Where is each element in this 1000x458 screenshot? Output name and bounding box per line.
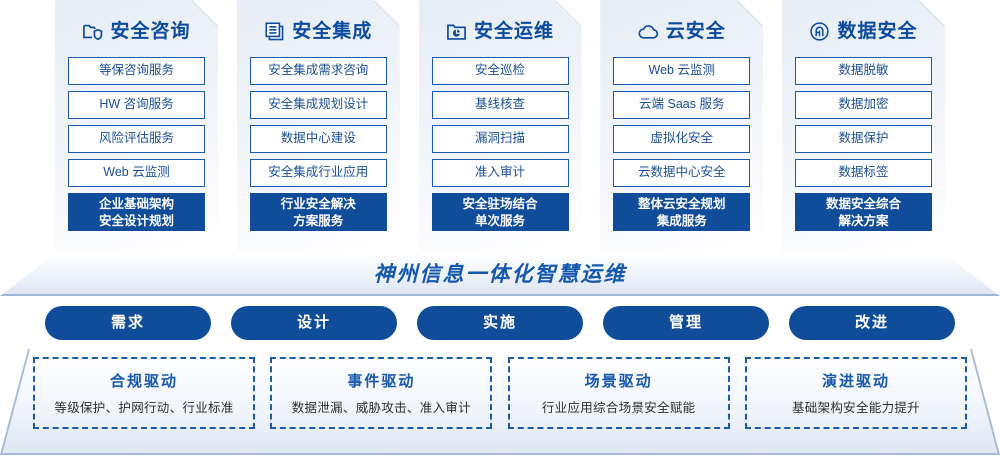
stacked-documents-icon bbox=[264, 21, 285, 42]
service-item[interactable]: HW 咨询服务 bbox=[68, 91, 205, 119]
column-header: 安全咨询 bbox=[68, 14, 205, 48]
service-highlight[interactable]: 行业安全解决 方案服务 bbox=[250, 193, 387, 231]
driver-title: 场景驱动 bbox=[584, 373, 653, 390]
service-item[interactable]: 基线核查 bbox=[432, 91, 569, 119]
driver-title: 演进驱动 bbox=[821, 373, 890, 390]
service-item[interactable]: Web 云监测 bbox=[613, 57, 750, 85]
service-column-security-consulting[interactable]: 安全咨询 等保咨询服务 HW 咨询服务 风险评估服务 Web 云监测 企业基础架… bbox=[55, 0, 218, 252]
driver-subtitle: 基础架构安全能力提升 bbox=[791, 401, 920, 415]
driver-scenario[interactable]: 场景驱动 行业应用综合场景安全赋能 bbox=[507, 357, 730, 429]
column-title: 云安全 bbox=[665, 20, 726, 42]
driver-subtitle: 数据泄漏、威胁攻击、准入审计 bbox=[291, 401, 471, 415]
banner-shape bbox=[0, 252, 1000, 296]
service-item[interactable]: 安全集成行业应用 bbox=[250, 159, 387, 187]
service-item[interactable]: 准入审计 bbox=[432, 159, 569, 187]
service-item[interactable]: 云数据中心安全 bbox=[613, 159, 750, 187]
service-highlight[interactable]: 整体云安全规划 集成服务 bbox=[613, 193, 750, 231]
service-column-cloud-security[interactable]: 云安全 Web 云监测 云端 Saas 服务 虚拟化安全 云数据中心安全 整体云… bbox=[600, 0, 763, 252]
driver-title: 合规驱动 bbox=[109, 373, 178, 390]
drivers-shape bbox=[0, 349, 1000, 455]
service-item[interactable]: Web 云监测 bbox=[68, 159, 205, 187]
service-highlight[interactable]: 数据安全综合 解决方案 bbox=[795, 193, 932, 231]
service-highlight[interactable]: 企业基础架构 安全设计规划 bbox=[68, 193, 205, 231]
driver-subtitle: 等级保护、护网行动、行业标准 bbox=[54, 401, 234, 415]
service-item[interactable]: 虚拟化安全 bbox=[613, 125, 750, 153]
column-header: 云安全 bbox=[613, 14, 750, 48]
service-item[interactable]: 数据中心建设 bbox=[250, 125, 387, 153]
folder-chart-icon bbox=[446, 21, 467, 42]
driver-incident[interactable]: 事件驱动 数据泄漏、威胁攻击、准入审计 bbox=[270, 357, 493, 429]
driver-subtitle: 行业应用综合场景安全赋能 bbox=[541, 401, 696, 415]
service-item[interactable]: 安全集成规划设计 bbox=[250, 91, 387, 119]
service-column-security-integration[interactable]: 安全集成 安全集成需求咨询 安全集成规划设计 数据中心建设 安全集成行业应用 行… bbox=[237, 0, 400, 252]
column-title: 安全集成 bbox=[292, 20, 373, 42]
column-header: 安全集成 bbox=[250, 14, 387, 48]
drivers-list: 合规驱动 等级保护、护网行动、行业标准 事件驱动 数据泄漏、威胁攻击、准入审计 … bbox=[0, 357, 1000, 437]
stage-pill-management[interactable]: 管理 bbox=[603, 306, 769, 340]
stage-pill-design[interactable]: 设计 bbox=[231, 306, 397, 340]
column-header: 安全运维 bbox=[432, 14, 569, 48]
service-item[interactable]: 数据加密 bbox=[795, 91, 932, 119]
service-item[interactable]: 安全集成需求咨询 bbox=[250, 57, 387, 85]
service-item[interactable]: 数据保护 bbox=[795, 125, 932, 153]
lifecycle-stages: 需求 设计 实施 管理 改进 bbox=[0, 306, 1000, 346]
service-item[interactable]: 风险评估服务 bbox=[68, 125, 205, 153]
service-column-data-security[interactable]: 数据安全 数据脱敏 数据加密 数据保护 数据标签 数据安全综合 解决方案 bbox=[782, 0, 945, 252]
stage-pill-implementation[interactable]: 实施 bbox=[417, 306, 583, 340]
service-item[interactable]: 漏洞扫描 bbox=[432, 125, 569, 153]
drivers-section: 合规驱动 等级保护、护网行动、行业标准 事件驱动 数据泄漏、威胁攻击、准入审计 … bbox=[0, 349, 1000, 455]
fingerprint-icon bbox=[809, 21, 830, 42]
stage-pill-requirements[interactable]: 需求 bbox=[45, 306, 211, 340]
driver-evolution[interactable]: 演进驱动 基础架构安全能力提升 bbox=[744, 357, 967, 429]
folder-shield-icon bbox=[82, 21, 103, 42]
platform-banner: 神州信息一体化智慧运维 bbox=[0, 252, 1000, 296]
column-header: 数据安全 bbox=[795, 14, 932, 48]
service-highlight[interactable]: 安全驻场结合 单次服务 bbox=[432, 193, 569, 231]
service-item[interactable]: 数据标签 bbox=[795, 159, 932, 187]
service-columns: 安全咨询 等保咨询服务 HW 咨询服务 风险评估服务 Web 云监测 企业基础架… bbox=[0, 0, 1000, 258]
banner-title: 神州信息一体化智慧运维 bbox=[373, 263, 627, 286]
column-title: 安全运维 bbox=[473, 20, 554, 42]
service-item[interactable]: 等保咨询服务 bbox=[68, 57, 205, 85]
service-item[interactable]: 云端 Saas 服务 bbox=[613, 91, 750, 119]
driver-title: 事件驱动 bbox=[347, 373, 416, 390]
service-item[interactable]: 安全巡检 bbox=[432, 57, 569, 85]
driver-compliance[interactable]: 合规驱动 等级保护、护网行动、行业标准 bbox=[33, 357, 255, 429]
service-column-security-operations[interactable]: 安全运维 安全巡检 基线核查 漏洞扫描 准入审计 安全驻场结合 单次服务 bbox=[419, 0, 582, 252]
service-item[interactable]: 数据脱敏 bbox=[795, 57, 932, 85]
column-title: 安全咨询 bbox=[110, 20, 191, 42]
stage-pill-improvement[interactable]: 改进 bbox=[789, 306, 955, 340]
column-title: 数据安全 bbox=[837, 20, 918, 42]
cloud-icon bbox=[638, 21, 659, 42]
